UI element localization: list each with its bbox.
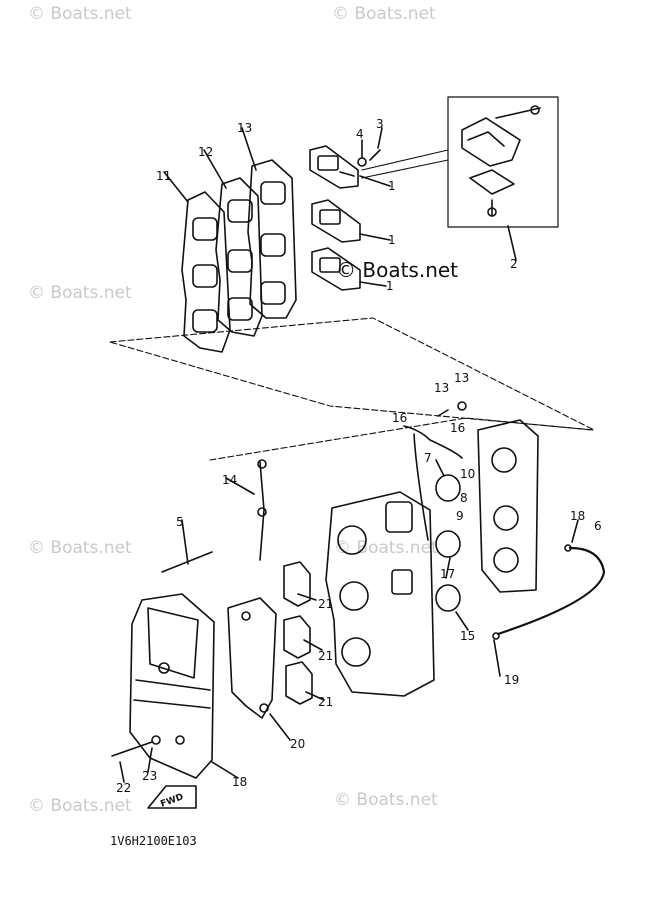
callout: 12: [198, 145, 213, 159]
watermark: © Boats.net: [334, 790, 438, 810]
diagram-code: 1V6H2100E103: [110, 834, 197, 848]
callout: 14: [222, 473, 237, 487]
fwd-label: FWD: [159, 792, 185, 809]
callout: 5: [176, 515, 184, 529]
washer-4: [357, 157, 367, 167]
watermark: © Boats.net: [332, 4, 436, 24]
callout: 9: [456, 509, 464, 523]
callout: 3: [376, 117, 384, 131]
washer-23: [151, 735, 161, 745]
fuel-hose-15: [403, 425, 463, 541]
clip-18: [564, 544, 572, 552]
callout: 20: [290, 737, 305, 751]
silencer-cover-20: [129, 593, 215, 779]
o-ring-13: [435, 584, 461, 612]
watermark: © Boats.net: [28, 796, 132, 816]
callout: 7: [424, 451, 432, 465]
intake-plate: [477, 419, 539, 593]
gasket-9: [247, 159, 297, 319]
watermark: © Boats.net: [334, 538, 438, 558]
callout: 22: [116, 781, 131, 795]
callout: 13: [454, 371, 469, 385]
callout: 1: [386, 279, 394, 293]
screw-3: [369, 149, 381, 161]
clip-18: [492, 632, 500, 640]
o-ring-13: [435, 474, 461, 502]
link-rod-14: [259, 461, 265, 561]
callout: 11: [156, 169, 171, 183]
gasket-7: [181, 191, 231, 353]
callout: 6: [594, 519, 602, 533]
callout: 21: [318, 649, 333, 663]
reed-valve-1b: [311, 199, 361, 243]
reed-valve-2-detail: [461, 105, 541, 217]
callout: 2: [510, 257, 518, 271]
gasket-19: [227, 597, 277, 719]
screw-10: [437, 409, 449, 417]
callout: 18: [570, 509, 585, 523]
reed-valve-1a: [309, 145, 359, 189]
o-ring-13: [435, 530, 461, 558]
gasket-8: [215, 177, 263, 337]
fwd-arrow: [147, 785, 197, 809]
callout: 4: [356, 127, 364, 141]
callout: 13: [237, 121, 252, 135]
reed-valve-1c: [311, 247, 361, 291]
hose-17: [496, 546, 606, 636]
callout: 21: [318, 597, 333, 611]
callout: 19: [504, 673, 519, 687]
callout: 10: [460, 467, 475, 481]
watermark: © Boats.net: [28, 283, 132, 303]
gasket-21: [283, 561, 313, 705]
callout: 1: [388, 179, 396, 193]
callout: 1: [388, 233, 396, 247]
callout: 21: [318, 695, 333, 709]
callout: 23: [142, 769, 157, 783]
callout: 16: [450, 421, 465, 435]
callout-labels: 11 12 13 4 3 1 1 1 2 13 13 16 16 7 10 9 …: [116, 117, 602, 795]
callout: 17: [440, 567, 455, 581]
watermark: © Boats.net: [28, 4, 132, 24]
callout: 16: [392, 411, 407, 425]
carburetor: [325, 491, 435, 697]
watermark: © Boats.net: [28, 538, 132, 558]
callout: 18: [232, 775, 247, 789]
bolt-22: [111, 741, 153, 757]
callout: 15: [460, 629, 475, 643]
callout: 13: [434, 381, 449, 395]
reed-valve-detail-box: [447, 96, 559, 228]
watermark: © Boats.net: [336, 258, 459, 282]
washer-11: [457, 401, 467, 411]
callout: 8: [460, 491, 468, 505]
upper-assembly-outline: [109, 317, 595, 431]
